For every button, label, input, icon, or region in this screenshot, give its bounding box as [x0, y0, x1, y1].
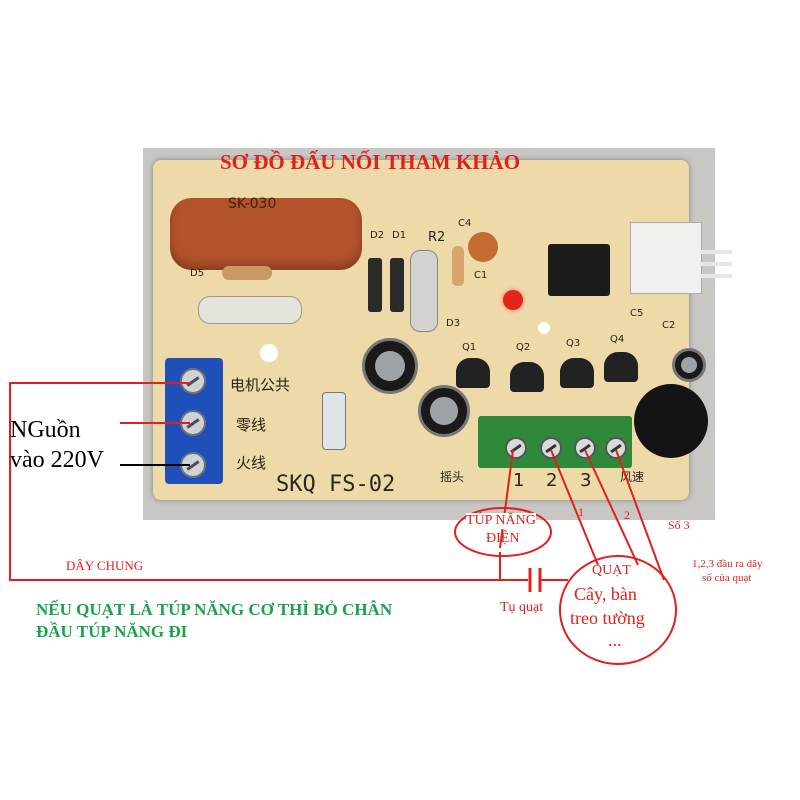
mounting-hole — [538, 322, 550, 334]
power-input-line2: vào 220V — [10, 447, 104, 473]
component-label: C5 — [630, 308, 644, 319]
fan-line2: treo tường — [570, 608, 645, 628]
wire — [700, 274, 732, 278]
ic-chip — [548, 244, 610, 296]
swing-label: 摇头 — [440, 470, 465, 484]
output-wire-2 — [584, 449, 639, 566]
mounting-hole — [260, 344, 278, 362]
tup-nang-wire — [499, 449, 514, 549]
resistor — [410, 250, 438, 332]
electrolytic-capacitor — [418, 385, 470, 437]
output-screw-3 — [605, 437, 627, 459]
output-screw-1 — [540, 437, 562, 459]
fan-outputs-note-line2: số của quạt — [702, 572, 752, 584]
component-label: Q1 — [462, 342, 477, 353]
led — [503, 290, 523, 310]
transistor-q4 — [604, 352, 638, 382]
part-label: SK-030 — [228, 196, 277, 212]
output-number-1: 1 — [513, 470, 525, 491]
component-label: D5 — [190, 268, 205, 279]
wire — [700, 262, 732, 266]
terminal-label-neutral: 零线 — [236, 416, 267, 434]
component-label: C4 — [458, 218, 472, 229]
diode — [390, 258, 404, 312]
wire-number-1: 1 — [578, 505, 584, 519]
component-label: D1 — [392, 230, 407, 241]
note-line2: ĐẦU TÚP NĂNG ĐI — [36, 622, 188, 641]
component-label: D3 — [446, 318, 461, 329]
fan-title: QUẠT — [592, 563, 631, 578]
diode — [368, 258, 382, 312]
component-label: Q3 — [566, 338, 581, 349]
component-label: Q4 — [610, 334, 625, 345]
white-connector — [630, 222, 702, 294]
wire-number-2: 2 — [624, 508, 630, 522]
tup-nang-circle — [454, 507, 552, 557]
resistor — [452, 246, 464, 286]
common-wire-label: DÂY CHUNG — [66, 558, 144, 573]
fuse — [322, 392, 346, 450]
component-label: R2 — [428, 230, 446, 245]
terminal-label-common: 电机公共 — [230, 376, 291, 394]
tup-nang-line2: ĐIỆN — [486, 531, 520, 546]
output-wire-1 — [550, 449, 599, 566]
output-screw-swing — [505, 437, 527, 459]
resistor — [222, 266, 272, 280]
buzzer — [634, 384, 708, 458]
resistor — [198, 296, 302, 324]
tup-nang-line1: TÚP NĂNG — [466, 513, 536, 529]
film-capacitor — [170, 198, 362, 270]
component-label: D2 — [370, 230, 385, 241]
component-label: C1 — [474, 270, 488, 281]
terminal-screw-neutral — [180, 410, 206, 436]
diagram-title: SƠ ĐỒ ĐẤU NỐI THAM KHẢO — [220, 150, 521, 174]
electrolytic-capacitor — [362, 338, 418, 394]
wind-speed-label: 风速 — [620, 470, 645, 484]
transistor-q1 — [456, 358, 490, 388]
output-screw-2 — [574, 437, 596, 459]
ceramic-capacitor — [468, 232, 498, 262]
output-number-2: 2 — [546, 470, 558, 491]
terminal-screw-common — [180, 368, 206, 394]
output-number-3: 3 — [580, 470, 592, 491]
common-wire — [9, 382, 528, 581]
fan-line1: Cây, bàn — [574, 584, 637, 604]
capacitor-label: Tụ quạt — [500, 600, 544, 615]
electrolytic-capacitor — [672, 348, 706, 382]
note-line1: NẾU QUẠT LÀ TÚP NĂNG CƠ THÌ BỎ CHÂN — [36, 600, 393, 619]
board-model: SKQ FS-02 — [276, 472, 396, 497]
transistor-q2 — [510, 362, 544, 392]
wire-number-3: Số 3 — [668, 518, 690, 532]
component-label: C2 — [662, 320, 676, 331]
fan-line3: ... — [608, 630, 622, 650]
transistor-q3 — [560, 358, 594, 388]
power-input-line1: NGuồn — [10, 417, 81, 443]
wire — [700, 250, 732, 254]
fan-outputs-note-line1: 1,2,3 đầu ra dây — [692, 558, 763, 570]
output-wire-3 — [615, 449, 665, 581]
component-label: Q2 — [516, 342, 531, 353]
fan-circle — [559, 555, 677, 665]
terminal-label-live: 火线 — [236, 454, 267, 472]
